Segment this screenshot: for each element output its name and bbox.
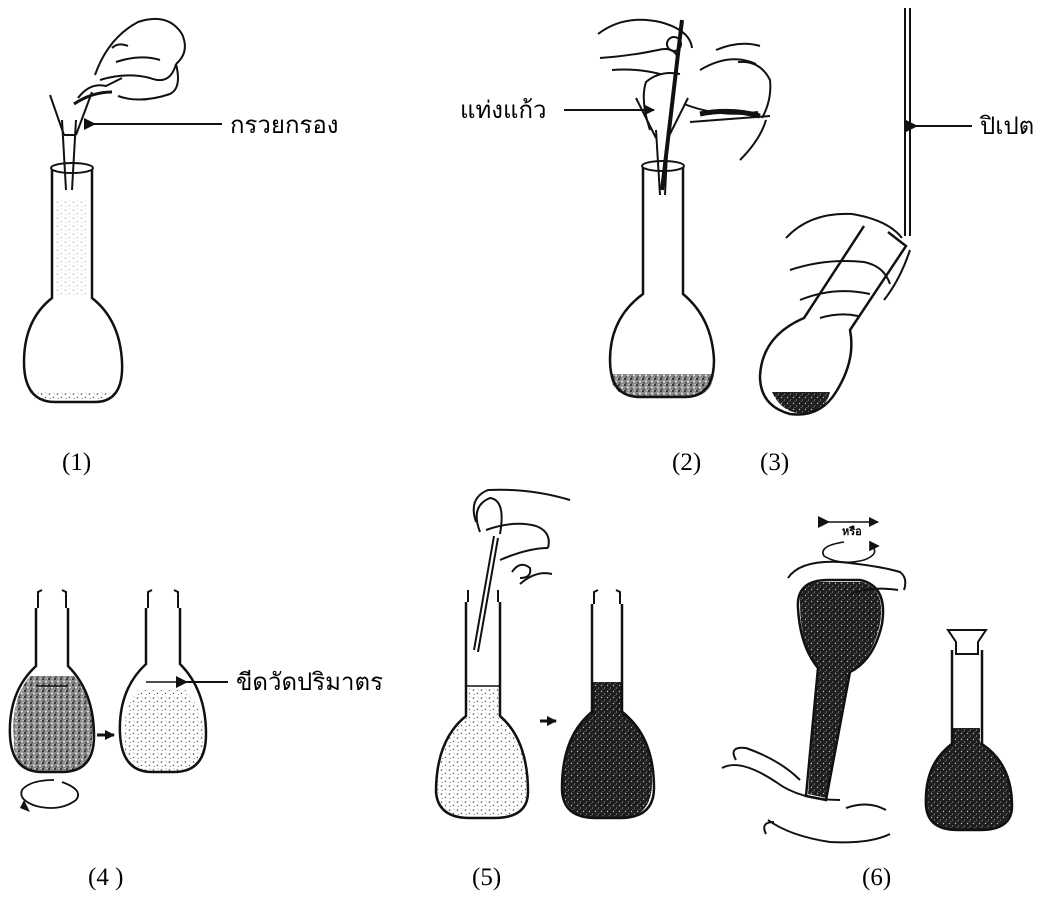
hand-icon bbox=[598, 20, 692, 130]
glass-rod bbox=[662, 20, 682, 190]
caption-4: (4 ) bbox=[88, 864, 123, 891]
flask-6a-liquid bbox=[800, 582, 881, 798]
caption-1: (1) bbox=[62, 449, 91, 476]
caption-2: (2) bbox=[672, 449, 701, 476]
flask-2 bbox=[610, 168, 714, 397]
caption-5: (5) bbox=[472, 864, 501, 891]
panel-5-fill-to-mark bbox=[436, 490, 654, 818]
flask-4b-liquid bbox=[124, 690, 204, 772]
dropper-icon bbox=[474, 498, 502, 652]
panel-6-invert-and-mix bbox=[722, 522, 1012, 842]
flask-3 bbox=[760, 226, 906, 415]
panel-4-swirl-to-volume-mark bbox=[10, 590, 228, 812]
flask-5a-liquid bbox=[436, 686, 528, 818]
swirl-arrow-icon bbox=[21, 780, 78, 808]
flask-6b-liquid bbox=[926, 728, 1012, 830]
panel-3-tilted-flask-with-pipette bbox=[760, 8, 972, 415]
panel-2-flask-with-glass-rod bbox=[564, 20, 770, 397]
flask-4a-liquid bbox=[13, 676, 92, 772]
or-label: หรือ bbox=[842, 525, 862, 538]
caption-3: (3) bbox=[760, 449, 789, 476]
filter-funnel-label: กรวยกรอง bbox=[230, 111, 339, 139]
pipette-label: ปิเปต bbox=[979, 112, 1034, 140]
volume-mark-label: ขีดวัดปริมาตร bbox=[236, 668, 383, 696]
stopper-icon bbox=[948, 630, 986, 654]
filter-funnel-icon bbox=[50, 92, 92, 190]
beaker-pouring-icon bbox=[684, 44, 770, 160]
hand-icon bbox=[74, 19, 185, 104]
glass-rod-label: แท่งแก้ว bbox=[460, 96, 546, 124]
caption-6: (6) bbox=[862, 864, 891, 891]
flask-5b-liquid bbox=[562, 682, 652, 818]
panel-1-flask-with-funnel bbox=[24, 19, 222, 402]
